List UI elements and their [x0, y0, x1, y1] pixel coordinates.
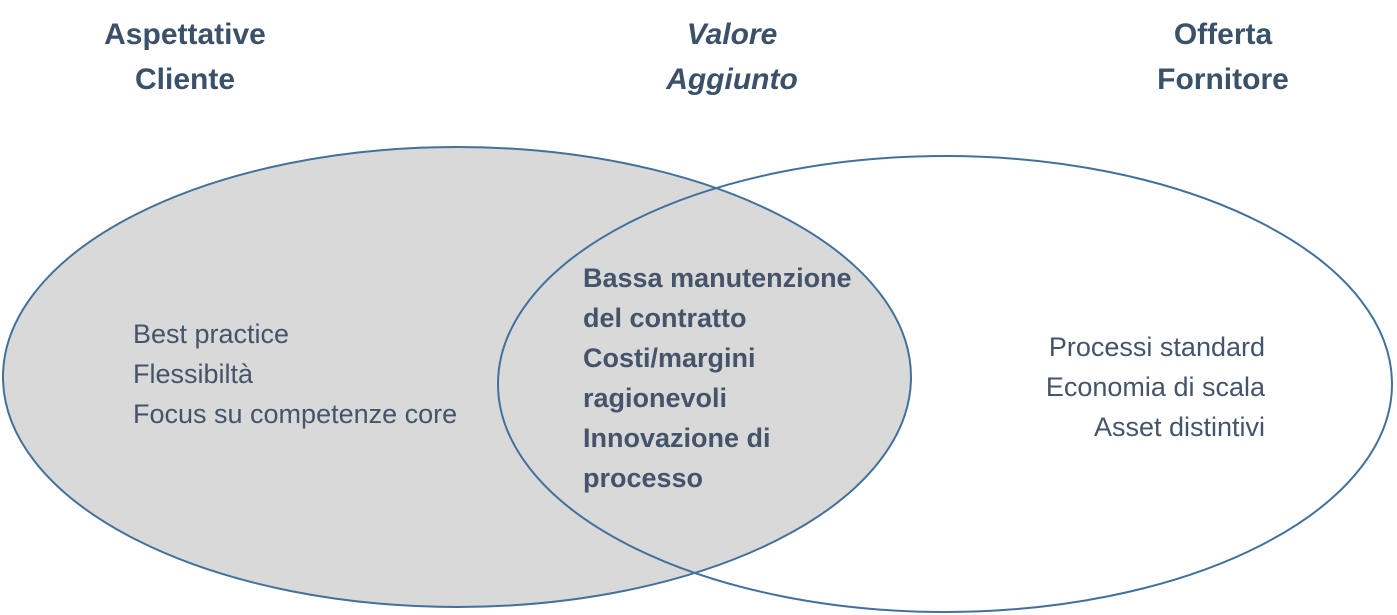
- list-item: Economia di scala: [1045, 372, 1265, 402]
- list-item: Bassa manutenzione del contratto: [583, 263, 852, 333]
- list-item: Processi standard: [1048, 332, 1265, 362]
- heading-valore-aggiunto: Valore Aggiunto: [666, 18, 798, 96]
- list-item: Asset distintivi: [1093, 412, 1265, 442]
- added-value-items: Bassa manutenzione del contratto Costi/m…: [583, 258, 875, 498]
- list-item: Flessibiltà: [133, 359, 254, 389]
- list-item: Focus su competenze core: [133, 399, 458, 429]
- heading-offerta-fornitore: Offerta Fornitore: [1157, 18, 1289, 96]
- customer-expectations-items: Best practice Flessibiltà Focus su compe…: [133, 314, 457, 434]
- list-item: Best practice: [133, 319, 290, 349]
- supplier-offer-ellipse: [497, 155, 1393, 613]
- heading-aspettative-cliente: Aspettative Cliente: [104, 18, 266, 96]
- list-item: Innovazione di processo: [583, 423, 771, 493]
- customer-expectations-ellipse: [2, 146, 912, 608]
- list-item: Costi/margini ragionevoli: [583, 343, 756, 413]
- supplier-offer-items: Processi standard Economia di scala Asse…: [1046, 327, 1265, 447]
